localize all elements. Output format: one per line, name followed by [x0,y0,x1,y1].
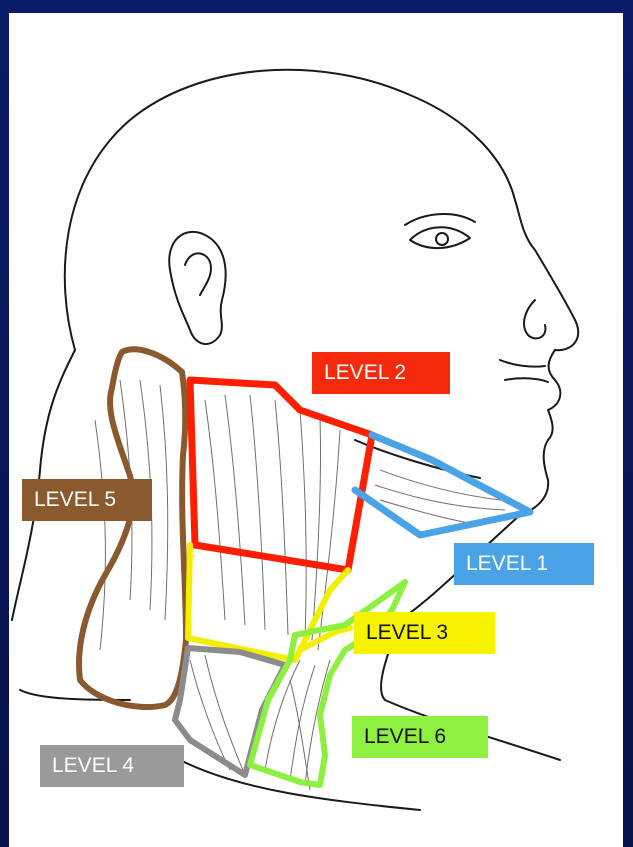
head-outline [12,70,578,810]
level-5-label: LEVEL 5 [22,479,152,521]
level-3-label: LEVEL 3 [354,612,495,654]
level-3-region [188,545,350,660]
level-1-label: LEVEL 1 [454,543,594,585]
level-2-label: LEVEL 2 [312,352,450,394]
level-5-region [79,349,186,707]
level-4-label: LEVEL 4 [40,745,184,787]
level-6-label: LEVEL 6 [352,716,488,758]
